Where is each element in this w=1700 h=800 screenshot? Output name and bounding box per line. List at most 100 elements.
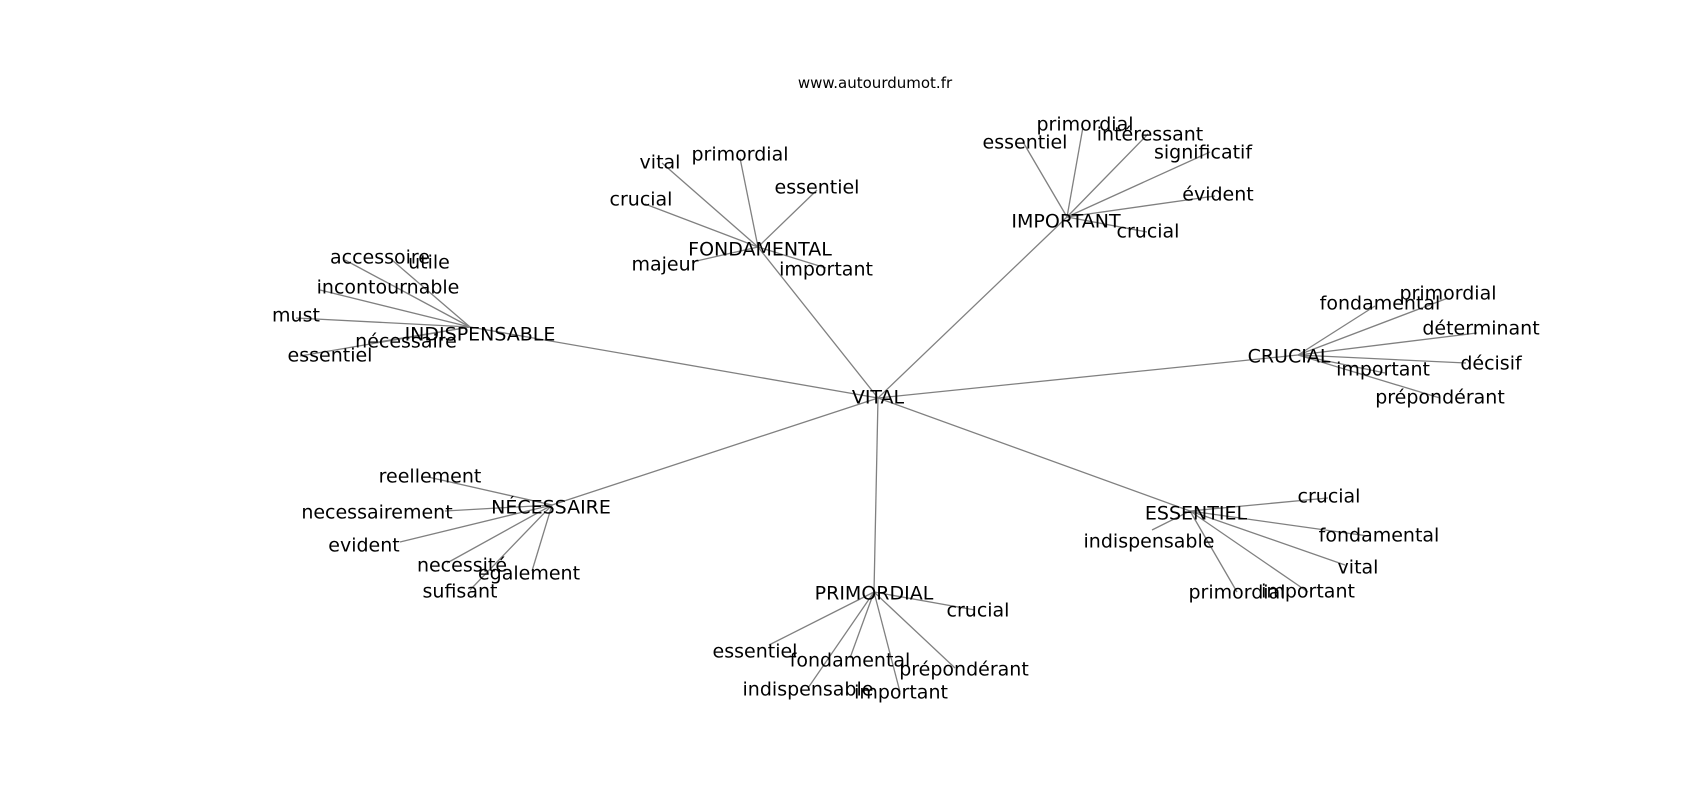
- leaf-node-label[interactable]: indispensable: [743, 679, 874, 701]
- branch-node-label[interactable]: CRUCIAL: [1248, 346, 1331, 368]
- leaf-node-label[interactable]: must: [272, 305, 320, 327]
- leaf-node-label[interactable]: primordial: [1036, 114, 1133, 136]
- edge-essentiel-leaf: [1189, 497, 1329, 512]
- edge-root-essentiel: [877, 397, 1191, 512]
- edge-fondamental-leaf: [644, 203, 759, 248]
- leaf-node-label[interactable]: important: [854, 682, 948, 704]
- leaf-node-label[interactable]: crucial: [1298, 486, 1361, 508]
- leaf-node-label[interactable]: important: [1261, 581, 1355, 603]
- leaf-node-label[interactable]: prépondérant: [899, 659, 1029, 681]
- edge-root-fondamental: [757, 246, 879, 399]
- leaf-node-label[interactable]: crucial: [947, 600, 1010, 622]
- edge-nécessaire-leaf: [444, 504, 553, 512]
- branch-node-label[interactable]: IMPORTANT: [1011, 211, 1121, 233]
- edge-root-primordial: [873, 397, 879, 593]
- edge-essentiel-leaf: [1189, 510, 1346, 566]
- leaf-node-label[interactable]: déterminant: [1422, 318, 1539, 340]
- edges: [295, 126, 1478, 693]
- edge-essentiel-leaf: [1189, 510, 1238, 593]
- leaf-node-label[interactable]: nécessaire: [355, 331, 457, 353]
- edge-indispensable-leaf: [319, 289, 471, 328]
- leaf-node-label[interactable]: sufisant: [423, 581, 498, 603]
- leaf-node-label[interactable]: reellement: [379, 466, 482, 488]
- branch-node-label[interactable]: INDISPENSABLE: [405, 324, 556, 346]
- edge-indispensable-leaf: [344, 259, 471, 328]
- edge-root-crucial: [877, 354, 1299, 399]
- edge-nécessaire-leaf: [469, 504, 553, 591]
- branch-node-label[interactable]: PRIMORDIAL: [815, 583, 934, 605]
- edge-fondamental-leaf: [691, 246, 759, 263]
- edge-crucial-leaf: [1297, 354, 1386, 374]
- root-node-label[interactable]: VITAL: [852, 387, 905, 409]
- leaf-node-label[interactable]: prépondérant: [1375, 387, 1505, 409]
- leaf-node-label[interactable]: essentiel: [713, 641, 798, 663]
- leaf-node-label[interactable]: primordial: [1188, 582, 1285, 604]
- branch-node-label[interactable]: NÉCESSAIRE: [491, 496, 611, 519]
- leaf-node-label[interactable]: vital: [640, 152, 681, 174]
- edge-important-leaf: [1066, 216, 1148, 233]
- edge-indispensable-leaf: [295, 317, 471, 328]
- edge-primordial-leaf: [849, 591, 875, 659]
- leaf-node-label[interactable]: fondamental: [1319, 525, 1440, 547]
- leaf-node-label[interactable]: necessairement: [301, 502, 452, 524]
- edge-fondamental-leaf: [757, 189, 818, 248]
- edge-crucial-leaf: [1297, 332, 1478, 356]
- edge-primordial-leaf: [807, 591, 875, 689]
- leaf-node-label[interactable]: évident: [1182, 184, 1253, 206]
- leaf-node-label[interactable]: important: [779, 259, 873, 281]
- edge-primordial-leaf: [873, 591, 956, 669]
- edge-crucial-leaf: [1297, 297, 1449, 356]
- edge-indispensable-leaf: [391, 259, 471, 328]
- edge-crucial-leaf: [1297, 305, 1376, 356]
- edge-important-leaf: [1022, 141, 1068, 218]
- edge-fondamental-leaf: [757, 246, 827, 269]
- edge-crucial-leaf: [1297, 354, 1467, 364]
- leaf-node-label[interactable]: décisif: [1460, 353, 1523, 375]
- leaf-node-label[interactable]: utile: [408, 252, 450, 274]
- leaf-node-label[interactable]: incontournable: [317, 277, 460, 299]
- edge-essentiel-leaf: [1189, 510, 1309, 593]
- edge-essentiel-leaf: [1189, 510, 1369, 537]
- leaf-node-label[interactable]: intéressant: [1097, 124, 1203, 146]
- leaf-node-label[interactable]: significatif: [1154, 142, 1253, 164]
- source-credit: www.autourdumot.fr: [798, 74, 953, 92]
- leaf-node-label[interactable]: essentiel: [288, 345, 373, 367]
- leaf-node-label[interactable]: essentiel: [983, 132, 1068, 154]
- leaf-node-label[interactable]: crucial: [1117, 221, 1180, 243]
- edge-nécessaire-leaf: [427, 476, 553, 506]
- edge-essentiel-leaf: [1151, 510, 1191, 531]
- leaf-node-label[interactable]: important: [1336, 359, 1430, 381]
- edge-important-leaf: [1066, 133, 1149, 218]
- edge-primordial-leaf: [768, 591, 875, 646]
- edge-primordial-leaf: [873, 591, 901, 693]
- branch-node-label[interactable]: FONDAMENTAL: [688, 239, 832, 261]
- edge-fondamental-leaf: [739, 157, 759, 248]
- leaf-node-label[interactable]: fondamental: [790, 650, 911, 672]
- leaf-node-label[interactable]: essentiel: [775, 177, 860, 199]
- branch-node-label[interactable]: ESSENTIEL: [1145, 503, 1248, 525]
- leaf-node-label[interactable]: necessité: [417, 555, 507, 577]
- leaf-node-label[interactable]: egalement: [478, 563, 580, 585]
- edge-fondamental-leaf: [661, 162, 759, 248]
- edge-indispensable-leaf: [299, 326, 471, 357]
- leaf-node-label[interactable]: fondamental: [1320, 293, 1441, 315]
- leaf-node-label[interactable]: indispensable: [1084, 531, 1215, 553]
- leaf-node-label[interactable]: accessoire: [330, 247, 430, 269]
- leaf-node-label[interactable]: majeur: [632, 254, 699, 276]
- edge-important-leaf: [1066, 151, 1211, 218]
- edge-important-leaf: [1066, 195, 1216, 218]
- edge-nécessaire-leaf: [399, 504, 553, 543]
- leaf-node-label[interactable]: primordial: [691, 144, 788, 166]
- leaf-node-label[interactable]: primordial: [1399, 283, 1496, 305]
- leaf-node-label[interactable]: crucial: [610, 189, 673, 211]
- edge-primordial-leaf: [873, 591, 976, 611]
- leaf-node-label[interactable]: vital: [1338, 557, 1379, 579]
- leaf-node-label[interactable]: evident: [328, 535, 399, 557]
- edge-root-nécessaire: [551, 397, 879, 506]
- edge-root-important: [877, 216, 1068, 399]
- edge-root-indispensable: [469, 326, 879, 399]
- edge-crucial-leaf: [1297, 354, 1441, 399]
- edge-nécessaire-leaf: [531, 504, 553, 572]
